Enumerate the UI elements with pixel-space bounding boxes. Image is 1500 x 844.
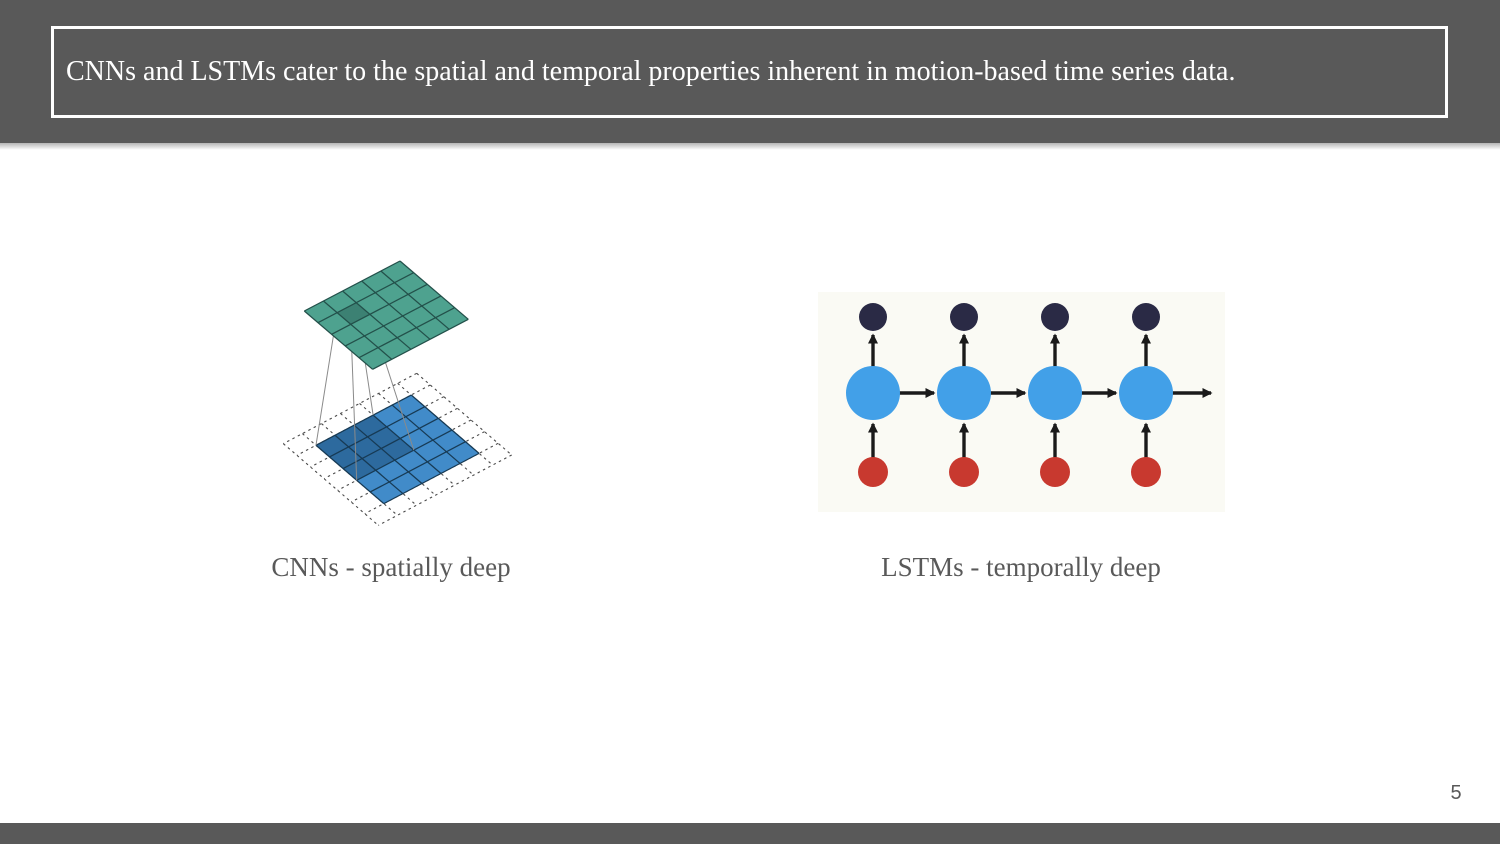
cnn-convolution-diagram <box>282 260 513 526</box>
lstm-chain-diagram <box>818 292 1225 512</box>
cnn-caption: CNNs - spatially deep <box>271 552 511 582</box>
lstm-caption: LSTMs - temporally deep <box>881 552 1161 582</box>
slide-title: CNNs and LSTMs cater to the spatial and … <box>66 55 1236 87</box>
header-banner-shadow <box>0 143 1500 150</box>
page-number: 5 <box>1450 782 1462 804</box>
footer-bar <box>0 823 1500 844</box>
title-box: CNNs and LSTMs cater to the spatial and … <box>51 26 1448 118</box>
header-banner: CNNs and LSTMs cater to the spatial and … <box>0 0 1500 143</box>
